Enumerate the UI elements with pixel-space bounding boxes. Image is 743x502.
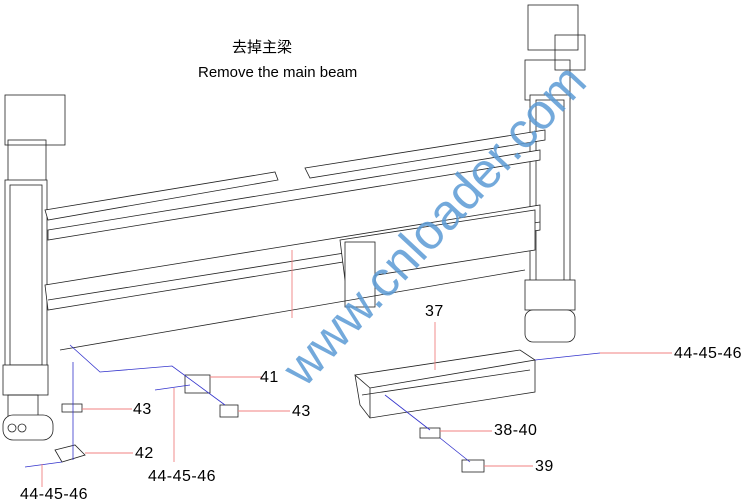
- lower-beam: [44, 204, 541, 351]
- assembly-lines: [24, 344, 601, 468]
- callout-39: 39: [535, 458, 554, 475]
- right-column: [524, 4, 586, 343]
- leader-lines: [41, 250, 672, 487]
- callout-43-left: 43: [133, 401, 152, 418]
- callout-37: 37: [425, 303, 444, 320]
- callout-43-right: 43: [292, 403, 311, 420]
- callout-42: 42: [135, 445, 154, 462]
- left-column: [2, 94, 66, 441]
- tray-part-37: [354, 349, 537, 419]
- callout-44-45-46-left: 44-45-46: [20, 486, 89, 502]
- title-english: Remove the main beam: [198, 64, 358, 81]
- callout-44-45-46-middle: 44-45-46: [148, 468, 217, 485]
- callout-38-40: 38-40: [494, 422, 538, 439]
- upper-beam: [44, 129, 546, 241]
- title-chinese: 去掉主梁: [232, 38, 293, 56]
- small-parts: [54, 374, 485, 473]
- callout-41: 41: [260, 369, 279, 386]
- callout-44-45-46-right: 44-45-46: [674, 345, 743, 362]
